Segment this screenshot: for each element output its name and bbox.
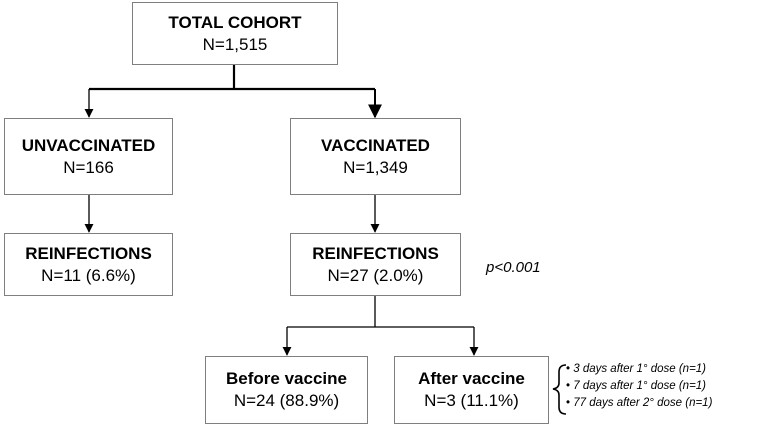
- after-vaccine-details: 3 days after 1° dose (n=1) 7 days after …: [566, 361, 712, 412]
- detail-item: 77 days after 2° dose (n=1): [566, 395, 712, 412]
- reinfections-unvaccinated-title: REINFECTIONS: [25, 243, 152, 263]
- before-vaccine-title: Before vaccine: [226, 369, 347, 388]
- unvaccinated-box: UNVACCINATED N=166: [4, 118, 173, 195]
- reinfections-unvaccinated-count: N=11 (6.6%): [41, 265, 136, 285]
- detail-item: 3 days after 1° dose (n=1): [566, 361, 712, 378]
- vaccinated-count: N=1,349: [343, 157, 408, 177]
- total-cohort-count: N=1,515: [202, 34, 268, 54]
- total-cohort-box: TOTAL COHORT N=1,515: [132, 2, 338, 65]
- details-bracket: [552, 364, 567, 415]
- reinfections-vaccinated-count: N=27 (2.0%): [327, 265, 424, 285]
- vaccinated-title: VACCINATED: [321, 135, 430, 155]
- before-vaccine-count: N=24 (88.9%): [233, 391, 340, 410]
- before-vaccine-box: Before vaccine N=24 (88.9%): [205, 356, 368, 424]
- reinfections-vaccinated-box: REINFECTIONS N=27 (2.0%): [290, 233, 461, 296]
- unvaccinated-count: N=166: [63, 157, 114, 177]
- total-cohort-title: TOTAL COHORT: [168, 12, 302, 32]
- after-vaccine-title: After vaccine: [418, 369, 525, 388]
- p-value-label: p<0.001: [486, 259, 541, 276]
- after-vaccine-count: N=3 (11.1%): [424, 391, 519, 410]
- vaccinated-box: VACCINATED N=1,349: [290, 118, 461, 195]
- after-vaccine-box: After vaccine N=3 (11.1%): [394, 356, 549, 424]
- reinfections-unvaccinated-box: REINFECTIONS N=11 (6.6%): [4, 233, 173, 296]
- detail-item: 7 days after 1° dose (n=1): [566, 378, 712, 395]
- reinfections-vaccinated-title: REINFECTIONS: [312, 243, 439, 263]
- unvaccinated-title: UNVACCINATED: [21, 135, 156, 155]
